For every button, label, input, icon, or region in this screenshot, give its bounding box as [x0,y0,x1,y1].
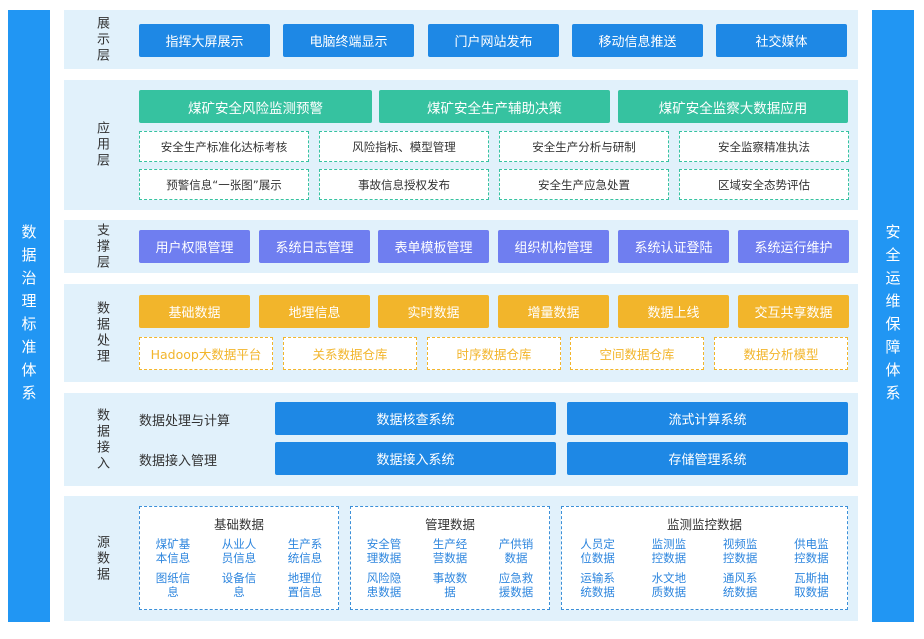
row-label: 数据接入管理 [139,454,218,469]
source-item[interactable]: 安全管理数据 [366,537,402,565]
application-layer: 应用层 煤矿安全风险监测预警煤矿安全生产辅助决策煤矿安全监察大数据应用安全生产标… [64,80,858,210]
application-module[interactable]: 煤矿安全风险监测预警 [139,90,372,123]
source-item[interactable]: 地理位置信息 [287,571,323,599]
data-item[interactable]: 地理信息 [259,295,370,328]
source-group-title: 管理数据 [424,517,475,532]
layer-label: 数据处理 [94,301,109,365]
source-item[interactable]: 从业人员信息 [221,537,257,565]
security-ops-bar: 安全运维保障体系 [872,10,914,622]
layer-label: 支撑层 [94,222,109,271]
source-item[interactable]: 通风系统数据 [722,571,758,599]
display-item[interactable]: 移动信息推送 [572,24,703,57]
data-platform[interactable]: 空间数据仓库 [570,337,704,370]
application-function[interactable]: 区域安全态势评估 [679,169,849,200]
support-item[interactable]: 组织机构管理 [498,230,609,263]
right-bar-label: 安全运维保障体系 [883,224,902,408]
access-system[interactable]: 流式计算系统 [567,402,848,435]
source-item[interactable]: 产供销数据 [498,537,534,565]
data-processing-layer: 数据处理 基础数据地理信息实时数据增量数据数据上线交互共享数据 Hadoop大数据… [64,284,858,382]
source-group: 管理数据安全管理数据 生产经营数据 产供销数据风险隐患数据 事故数据 应急救援数据 [350,506,550,610]
source-item[interactable]: 水文地质数据 [651,571,687,599]
display-item[interactable]: 社交媒体 [716,24,847,57]
display-item[interactable]: 门户网站发布 [428,24,559,57]
data-platform[interactable]: Hadoop大数据平台 [139,337,273,370]
source-item[interactable]: 煤矿基本信息 [155,537,191,565]
support-item[interactable]: 系统日志管理 [259,230,370,263]
data-governance-standard-bar: 数据治理标准体系 [8,10,50,622]
support-layer: 支撑层 用户权限管理系统日志管理表单模板管理组织机构管理系统认证登陆系统运行维护 [64,220,858,273]
application-function[interactable]: 安全生产标准化达标考核 [139,131,309,162]
layer-label: 展示层 [94,15,109,64]
application-function[interactable]: 安全生产应急处置 [499,169,669,200]
application-module[interactable]: 煤矿安全生产辅助决策 [379,90,610,123]
source-data-layer: 源数据 基础数据煤矿基本信息 从业人员信息 生产系统信息图纸信息 设备信息 地理位置信息… [64,496,858,621]
application-function[interactable]: 风险指标、模型管理 [319,131,489,162]
data-item[interactable]: 实时数据 [378,295,489,328]
data-access-layer: 数据接入 数据处理与计算 数据接入管理 数据核查系统 流式计算系统 数据接入系统… [64,393,858,486]
source-item[interactable]: 生产系统信息 [287,537,323,565]
source-group: 监测监控数据人员定位数据监测监控数据视频监控数据供电监控数据运输系统数据水文地质… [561,506,848,610]
data-platform[interactable]: 数据分析模型 [714,337,848,370]
application-function[interactable]: 事故信息授权发布 [319,169,489,200]
source-item[interactable]: 设备信息 [221,571,257,599]
access-system[interactable]: 数据核查系统 [275,402,556,435]
display-layer: 展示层 指挥大屏展示电脑终端显示门户网站发布移动信息推送社交媒体 [64,10,858,69]
source-group-title: 基础数据 [213,517,264,532]
source-group-title: 监测监控数据 [666,517,742,532]
source-item[interactable]: 生产经营数据 [432,537,468,565]
application-module[interactable]: 煤矿安全监察大数据应用 [618,90,848,123]
display-item[interactable]: 指挥大屏展示 [139,24,270,57]
support-item[interactable]: 系统运行维护 [738,230,849,263]
support-item[interactable]: 系统认证登陆 [618,230,729,263]
row-label: 数据处理与计算 [139,414,231,429]
access-system[interactable]: 存储管理系统 [567,442,848,475]
source-item[interactable]: 应急救援数据 [498,571,534,599]
source-item[interactable]: 人员定位数据 [580,537,615,565]
layer-label: 应用层 [94,121,109,169]
support-item[interactable]: 表单模板管理 [378,230,489,263]
layer-label: 数据接入 [94,407,109,472]
application-function[interactable]: 安全生产分析与研制 [499,131,669,162]
display-item[interactable]: 电脑终端显示 [283,24,414,57]
source-item[interactable]: 瓦斯抽取数据 [794,571,829,599]
support-item[interactable]: 用户权限管理 [139,230,250,263]
data-item[interactable]: 交互共享数据 [738,295,849,328]
data-item[interactable]: 数据上线 [618,295,729,328]
source-item[interactable]: 图纸信息 [155,571,191,599]
source-item[interactable]: 视频监控数据 [722,537,758,565]
data-platform[interactable]: 关系数据仓库 [283,337,417,370]
source-item[interactable]: 监测监控数据 [651,537,687,565]
source-group: 基础数据煤矿基本信息 从业人员信息 生产系统信息图纸信息 设备信息 地理位置信息 [139,506,339,610]
data-item[interactable]: 基础数据 [139,295,250,328]
layer-label: 源数据 [94,534,109,583]
application-function[interactable]: 安全监察精准执法 [679,131,849,162]
source-item[interactable]: 运输系统数据 [580,571,615,599]
application-function[interactable]: 预警信息“一张图”展示 [139,169,309,200]
left-bar-label: 数据治理标准体系 [19,224,38,408]
data-platform[interactable]: 时序数据仓库 [427,337,561,370]
source-item[interactable]: 供电监控数据 [794,537,829,565]
source-item[interactable]: 事故数据 [432,571,468,599]
data-item[interactable]: 增量数据 [498,295,609,328]
access-system[interactable]: 数据接入系统 [275,442,556,475]
source-item[interactable]: 风险隐患数据 [366,571,402,599]
